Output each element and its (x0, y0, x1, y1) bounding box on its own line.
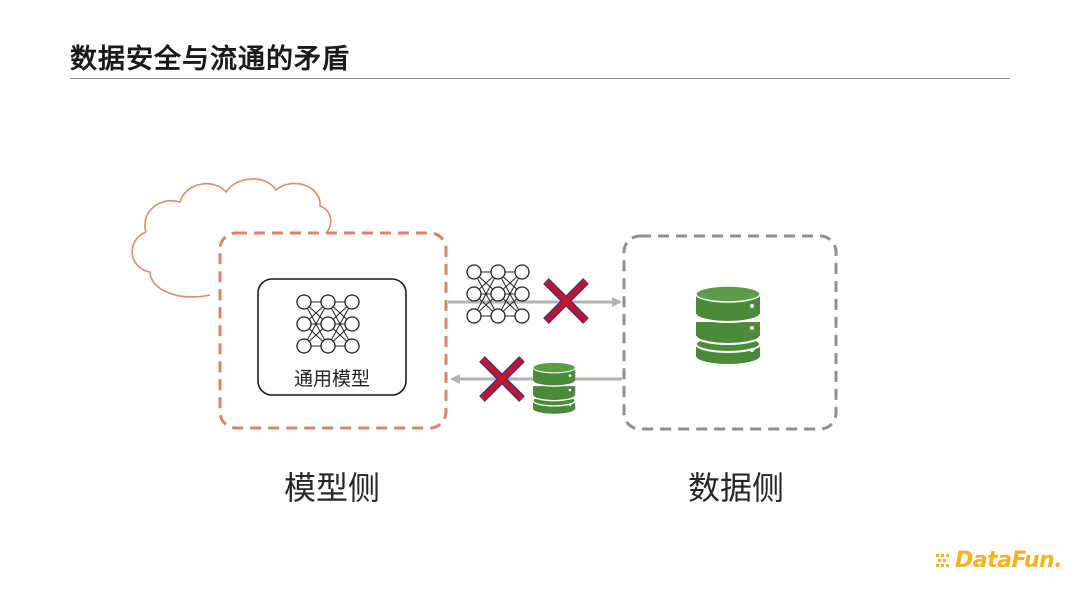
database-icon (532, 361, 576, 415)
datafun-logo: DataFun. (935, 548, 1063, 573)
page-title: 数据安全与流通的矛盾 (70, 44, 350, 75)
logo-dots-icon (936, 553, 949, 567)
model-side-label: 模型侧 (284, 469, 381, 507)
neural-network-icon (296, 294, 360, 354)
data-side-label: 数据侧 (688, 469, 785, 507)
title-divider (70, 78, 1010, 79)
logo-text: DataFun. (955, 548, 1063, 573)
database-icon (695, 285, 761, 365)
neural-network-icon (466, 264, 530, 324)
general-model-card (257, 278, 407, 396)
general-model-label: 通用模型 (293, 368, 370, 390)
